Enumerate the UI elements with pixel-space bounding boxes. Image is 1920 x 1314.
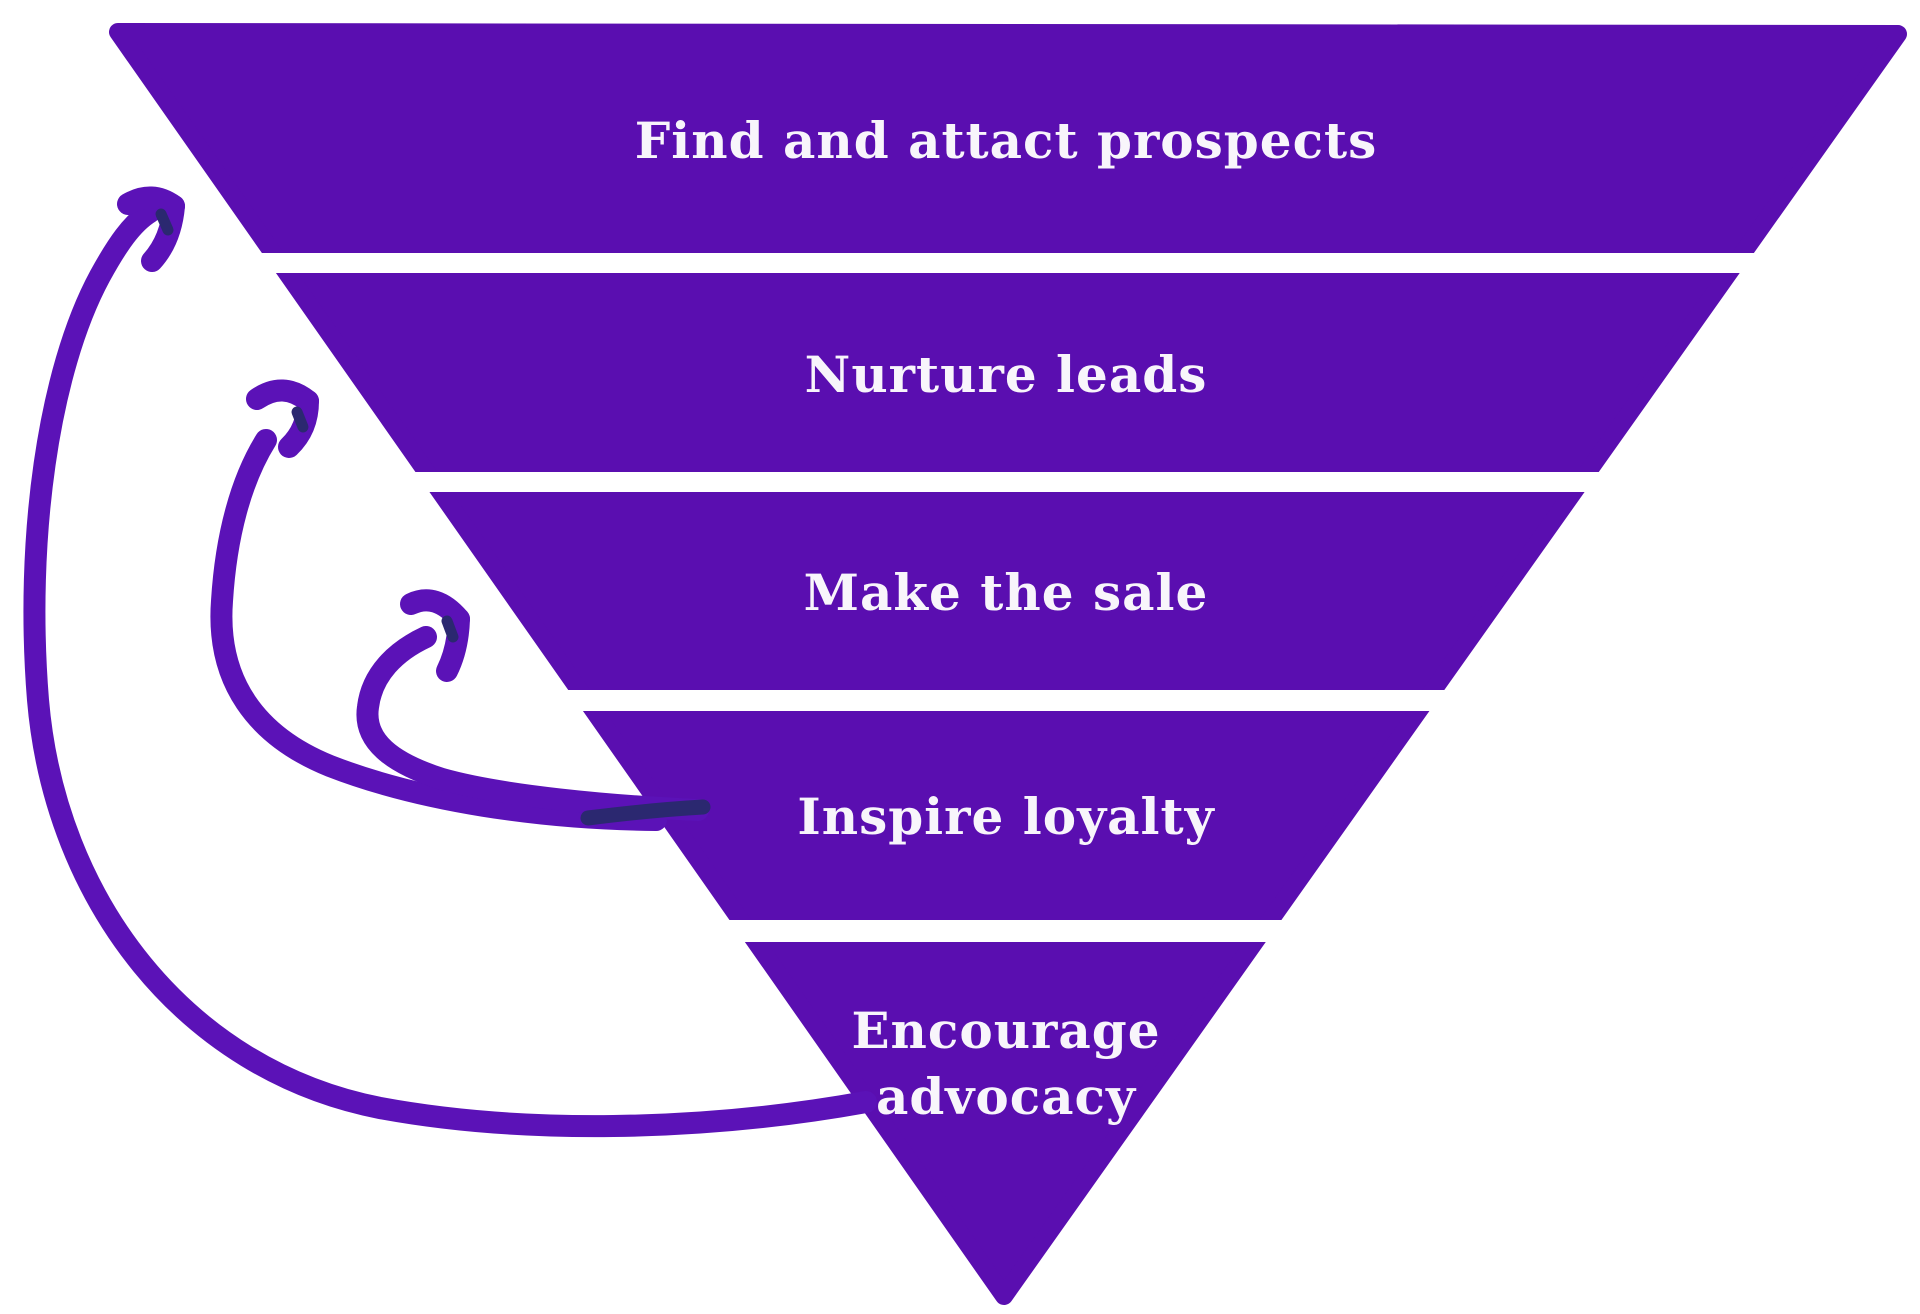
stage-label-encourage-advocacy-line2: advocacy xyxy=(876,1067,1137,1126)
stage-label-find-and-attact-prospects: Find and attact prospects xyxy=(635,111,1378,170)
outer-loop-arrowhead-icon xyxy=(141,195,185,272)
outer-loop-arrowhead-notch xyxy=(155,208,174,236)
middle-loop-arrowhead-notch xyxy=(291,406,309,433)
stage-gap-2 xyxy=(0,472,1920,492)
outer-loop-arrow-shaft xyxy=(23,201,877,1138)
inner-loop-arrowhead-notch xyxy=(441,615,459,643)
stage-gap-1 xyxy=(0,253,1920,273)
stage-label-nurture-leads: Nurture leads xyxy=(805,345,1208,404)
loop-arrow-loyalty-to-leads xyxy=(210,379,667,831)
stage-gap-3 xyxy=(0,690,1920,711)
loop-arrow-loyalty-to-sale xyxy=(356,589,711,826)
middle-loop-arrow-shaft xyxy=(210,429,667,831)
funnel-body-triangle xyxy=(109,23,1907,1305)
inner-loop-arrow-shaft xyxy=(356,626,709,821)
stage-label-inspire-loyalty: Inspire loyalty xyxy=(797,787,1215,846)
inner-loop-arrowhead-icon xyxy=(436,608,470,682)
stage-label-make-the-sale: Make the sale xyxy=(804,563,1209,622)
stage-gap-4 xyxy=(0,920,1920,942)
arrow-tail-dark-tip xyxy=(580,799,711,826)
loop-arrow-advocacy-to-prospects xyxy=(23,186,877,1138)
stage-label-encourage-advocacy-line1: Encourage xyxy=(851,1001,1160,1060)
